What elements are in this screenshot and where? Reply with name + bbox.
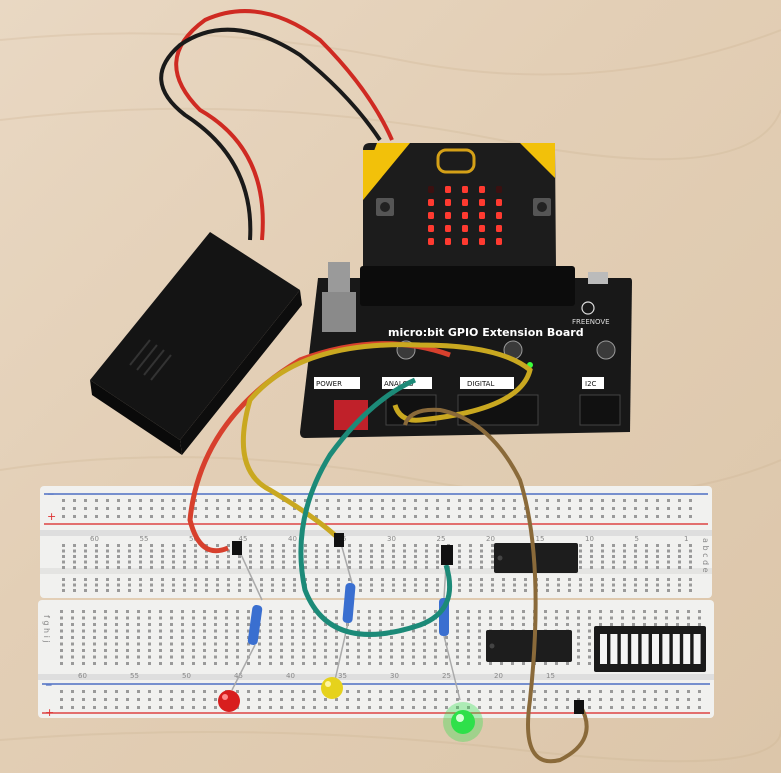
microbit-logo-icon xyxy=(436,148,476,174)
matrix-led xyxy=(462,238,468,245)
matrix-led xyxy=(445,225,451,232)
led-bar-graph xyxy=(594,626,706,672)
matrix-led xyxy=(479,186,485,193)
bar-segment xyxy=(652,634,659,664)
column-number: 60 xyxy=(78,672,87,680)
brown-wire xyxy=(403,407,589,764)
matrix-led xyxy=(496,199,502,206)
ic-chip-upper xyxy=(494,543,578,573)
ic-chip-lower xyxy=(486,630,572,662)
matrix-led xyxy=(445,186,451,193)
matrix-led xyxy=(496,225,502,232)
bar-segment xyxy=(631,634,639,664)
column-number: 30 xyxy=(390,672,399,680)
bar-segment xyxy=(610,634,618,664)
column-number: 20 xyxy=(494,672,503,680)
yellow-led xyxy=(321,677,343,699)
green-led xyxy=(443,702,483,742)
column-number: 15 xyxy=(536,535,545,543)
bar-segment xyxy=(662,634,670,664)
led-matrix xyxy=(428,186,502,245)
column-number: 25 xyxy=(442,672,451,680)
column-number: 20 xyxy=(486,535,495,543)
microbit xyxy=(363,143,556,268)
bar-segment xyxy=(600,634,607,664)
column-number: 10 xyxy=(585,535,594,543)
board-brand: FREENOVE xyxy=(572,318,610,326)
edge-connector xyxy=(360,266,575,306)
column-number: 15 xyxy=(546,672,555,680)
wood-grain xyxy=(0,29,781,763)
matrix-led xyxy=(462,212,468,219)
battery-red-wire xyxy=(174,9,394,241)
usb-port xyxy=(588,272,608,284)
matrix-led xyxy=(479,212,485,219)
matrix-led xyxy=(445,199,451,206)
red-led xyxy=(218,690,240,712)
matrix-led xyxy=(479,199,485,206)
matrix-led xyxy=(428,212,434,219)
rail-minus-top: − xyxy=(47,490,55,500)
column-number: 55 xyxy=(130,672,139,680)
column-number: 40 xyxy=(286,672,295,680)
column-number: 30 xyxy=(387,535,396,543)
freenove-logo-icon xyxy=(581,301,595,315)
row-letters-top: a b c d e xyxy=(701,538,710,573)
column-number: 25 xyxy=(437,535,446,543)
matrix-led xyxy=(479,238,485,245)
column-number: 1 xyxy=(684,535,688,543)
row-letters-bottom: f g h i j xyxy=(42,615,51,643)
bar-segment xyxy=(693,634,701,664)
teal-wire xyxy=(298,377,453,637)
bar-segment xyxy=(683,634,691,664)
rail-minus-bottom: − xyxy=(45,681,53,691)
yellow-wire xyxy=(240,342,533,542)
matrix-led xyxy=(428,186,434,193)
board-title: micro:bit GPIO Extension Board xyxy=(388,326,584,339)
column-number: 5 xyxy=(635,535,639,543)
rail-plus-bottom: + xyxy=(45,706,54,719)
column-number: 60 xyxy=(90,535,99,543)
matrix-led xyxy=(445,238,451,245)
column-number: 55 xyxy=(140,535,149,543)
column-number: 40 xyxy=(288,535,297,543)
matrix-led xyxy=(462,225,468,232)
bar-segment xyxy=(672,634,680,664)
rail-plus-top: + xyxy=(47,510,56,523)
section-digital: DIGITAL xyxy=(467,380,494,388)
breadboard-lower xyxy=(38,600,714,718)
resistor-1 xyxy=(231,547,263,691)
battery-black-wire xyxy=(159,27,382,241)
column-number: 45 xyxy=(239,535,248,543)
matrix-led xyxy=(496,238,502,245)
column-number: 50 xyxy=(182,672,191,680)
section-analog: ANALOG xyxy=(384,380,413,388)
bar-segment xyxy=(620,634,628,664)
matrix-led xyxy=(462,186,468,193)
matrix-led xyxy=(445,212,451,219)
matrix-led xyxy=(462,199,468,206)
section-power: POWER xyxy=(316,380,342,388)
matrix-led xyxy=(428,199,434,206)
power-switch[interactable] xyxy=(328,262,350,292)
matrix-led xyxy=(496,212,502,219)
battery-holder xyxy=(90,232,302,455)
matrix-led xyxy=(428,225,434,232)
bar-segment xyxy=(641,634,649,664)
section-i2c: I2C xyxy=(585,380,597,388)
matrix-led xyxy=(496,186,502,193)
matrix-led xyxy=(479,225,485,232)
column-number: 35 xyxy=(338,672,347,680)
column-number: 50 xyxy=(189,535,198,543)
matrix-led xyxy=(428,238,434,245)
